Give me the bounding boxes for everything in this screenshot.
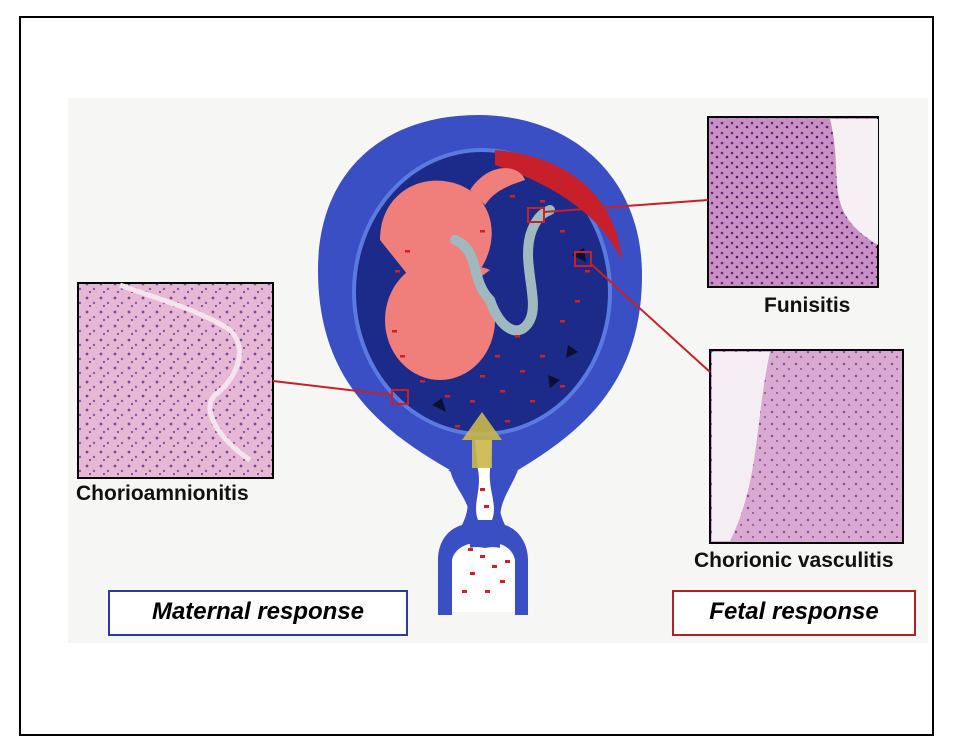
chorioamnionitis-label: Chorioamnionitis — [76, 482, 249, 506]
maternal-response-box: Maternal response — [108, 590, 408, 636]
funisitis-label: Funisitis — [764, 294, 850, 318]
fetal-response-box: Fetal response — [672, 590, 916, 636]
chorioamnionitis-image — [78, 283, 273, 478]
chorionic-vasculitis-label: Chorionic vasculitis — [694, 549, 894, 573]
